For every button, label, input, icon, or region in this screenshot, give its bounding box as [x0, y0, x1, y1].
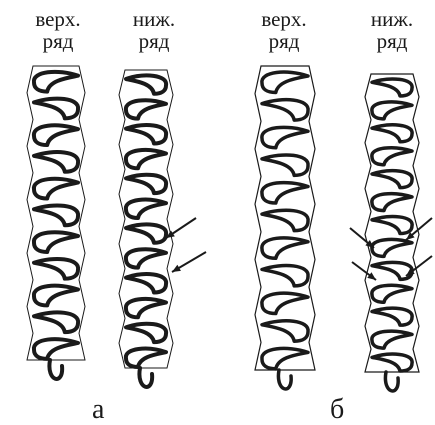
tooth [262, 321, 308, 341]
tooth [34, 286, 78, 306]
tooth [372, 285, 412, 302]
tooth [34, 179, 78, 199]
panel-b-lower-tooth-row [365, 74, 419, 391]
tooth [126, 224, 166, 242]
tooth [34, 99, 78, 119]
tooth [372, 262, 412, 279]
row-tail [49, 360, 62, 379]
tooth [262, 293, 308, 313]
panel-label-a: а [92, 396, 104, 424]
tooth [262, 183, 308, 203]
tooth [126, 249, 166, 267]
tooth [372, 148, 412, 165]
tooth [372, 79, 412, 96]
tooth [126, 299, 166, 317]
tooth [372, 102, 412, 119]
panel-a-lower-tooth-row [119, 70, 173, 387]
tooth [34, 152, 78, 172]
tooth [126, 125, 166, 143]
tooth [126, 175, 166, 193]
tooth [34, 205, 78, 225]
tooth [126, 349, 166, 367]
tooth [372, 354, 412, 371]
tooth [262, 210, 308, 230]
tooth [262, 100, 308, 120]
tooth [34, 259, 78, 279]
panel-label-b: б [330, 396, 344, 424]
panel-a-upper-tooth-row [27, 66, 85, 379]
tooth [262, 127, 308, 147]
tooth [126, 150, 166, 168]
tooth [126, 200, 166, 218]
tooth [372, 171, 412, 188]
tooth [372, 331, 412, 348]
tooth [262, 72, 308, 92]
panel-b-upper-tooth-row [255, 66, 315, 389]
tooth [34, 125, 78, 145]
tooth [372, 308, 412, 325]
tooth [372, 125, 412, 142]
tooth [126, 274, 166, 292]
tooth [372, 194, 412, 211]
row-tail [278, 370, 291, 389]
tooth [262, 238, 308, 258]
tooth [372, 239, 412, 256]
row-tail [139, 368, 152, 387]
tooth [34, 339, 78, 359]
row-tail [385, 372, 398, 391]
tooth [262, 155, 308, 175]
tooth [372, 217, 412, 234]
tooth [262, 266, 308, 286]
tooth [34, 232, 78, 252]
tooth [126, 100, 166, 118]
tooth [34, 72, 78, 92]
tooth [262, 348, 308, 368]
tooth [126, 324, 166, 342]
tooth [34, 312, 78, 332]
tooth [126, 75, 166, 93]
